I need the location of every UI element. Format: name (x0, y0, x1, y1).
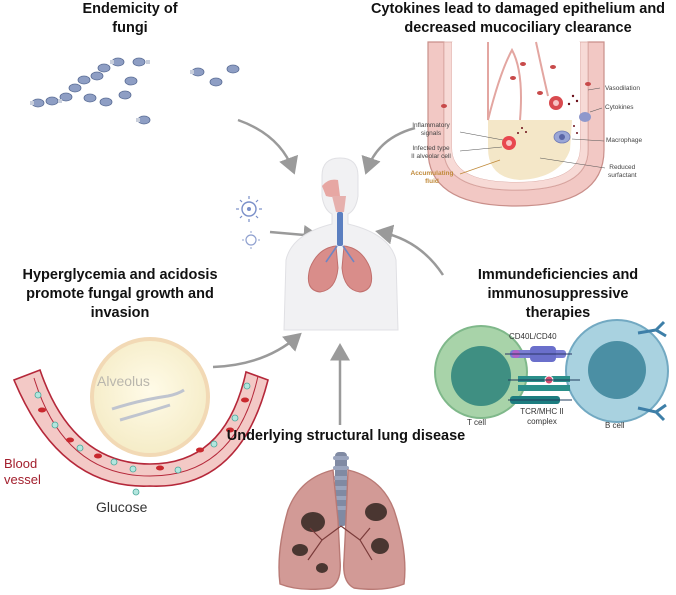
virus-icon (242, 231, 260, 249)
label-inflammatory-line1: Inflammatory (412, 122, 450, 129)
label-inflammatory-line2: signals (420, 129, 442, 137)
label-cd40: CD40L/CD40 (509, 332, 557, 341)
label-blood-vessel: Blood vessel (4, 456, 41, 488)
fungi-title-line2: fungi (112, 20, 148, 36)
label-b-cell: B cell (605, 421, 625, 430)
immuno-title-line2: immunosuppressive (487, 286, 629, 302)
arrow-immuno-to-patient (375, 224, 445, 276)
hyperglycemia-title-line2: promote fungal growth and (26, 286, 214, 302)
cytokines-title-line1: Cytokines lead to damaged epithelium and (370, 1, 666, 17)
label-infected-line1: Infected type (412, 145, 450, 152)
alveolus-vessel-figure (12, 337, 269, 496)
arrows (212, 118, 445, 425)
label-accumulating-fluid: Accumulating fluid (404, 170, 460, 185)
lung-icon (278, 452, 406, 591)
fungal-spore-icon (31, 57, 240, 125)
label-tcr-mhc: TCR/MHC II complex (510, 407, 574, 427)
label-infected-cell: Infected type II alveolar cell (402, 145, 460, 160)
label-alveolus: Alveolus (97, 373, 150, 389)
label-infected-line2: II alveolar cell (411, 152, 451, 160)
human-torso-icon (283, 157, 399, 331)
immuno-title-line3: therapies (525, 305, 591, 321)
label-macrophage: Macrophage (606, 137, 643, 144)
receptor-complexes (505, 346, 580, 404)
label-vasodilation: Vasodilation (605, 85, 640, 92)
virus-icon (236, 196, 262, 222)
label-t-cell: T cell (467, 418, 486, 427)
label-blood-vessel-line2: vessel (4, 472, 41, 487)
label-tcr-line1: TCR/MHC II (520, 407, 564, 416)
hyperglycemia-title: Hyperglycemia and acidosis promote funga… (6, 266, 234, 323)
label-glucose: Glucose (96, 499, 148, 515)
hyperglycemia-title-line3: invasion (90, 305, 150, 321)
fungal-spores (30, 57, 240, 125)
t-cell-icon (434, 325, 528, 419)
arrow-hyperglycemia-to-patient (212, 332, 302, 369)
immuno-title-line1: Immundeficiencies and (477, 267, 639, 283)
label-fluid-line2: fluid (425, 177, 439, 185)
arrow-fungi-to-patient (237, 118, 299, 175)
fungi-title: Endemicity of fungi (50, 0, 210, 38)
fungi-title-line1: Endemicity of (82, 1, 178, 17)
label-reduced-surfactant: Reduced surfactant (608, 164, 637, 179)
hyperglycemia-title-line1: Hyperglycemia and acidosis (22, 267, 218, 283)
cytokines-title: Cytokines lead to damaged epithelium and… (362, 0, 674, 38)
label-tcr-line2: complex (527, 417, 557, 426)
cytokines-title-line2: decreased mucociliary clearance (404, 20, 632, 36)
b-cell-icon (565, 319, 669, 423)
structural-title: Underlying structural lung disease (226, 428, 466, 444)
label-reduced-surfactant-line1: Reduced (609, 164, 636, 171)
label-cytokines: Cytokines (605, 104, 634, 111)
arrow-cytokines-to-patient (361, 126, 416, 175)
label-inflammatory-signals: Inflammatory signals (402, 122, 460, 137)
label-reduced-surfactant-line2: surfactant (608, 171, 637, 179)
immuno-title: Immundeficiencies and immunosuppressive … (454, 266, 662, 323)
alveolus-cytokine-figure (427, 41, 606, 207)
label-blood-vessel-line1: Blood (4, 456, 38, 471)
label-fluid-line1: Accumulating (410, 170, 454, 177)
